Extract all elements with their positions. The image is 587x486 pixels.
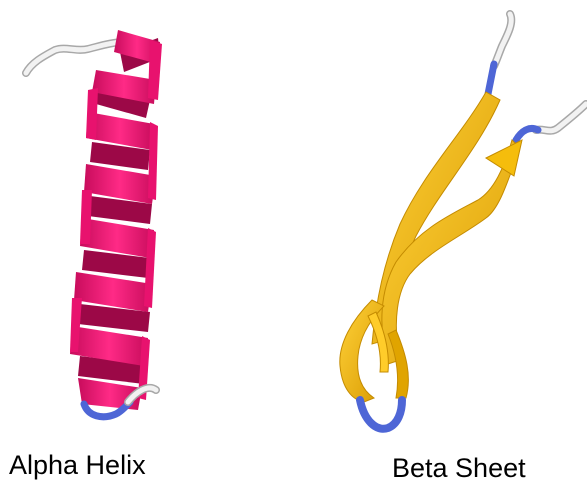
sheet-right-blue-turn bbox=[516, 128, 538, 140]
alpha-helix-ribbon-icon bbox=[26, 30, 162, 417]
beta-sheet-ribbon-icon bbox=[340, 14, 586, 429]
sheet-top-blue-turn bbox=[488, 64, 494, 94]
beta-sheet-caption: Beta Sheet bbox=[392, 455, 526, 482]
sheet-bottom-blue-turn bbox=[360, 400, 402, 429]
alpha-helix-caption: Alpha Helix bbox=[9, 452, 146, 479]
